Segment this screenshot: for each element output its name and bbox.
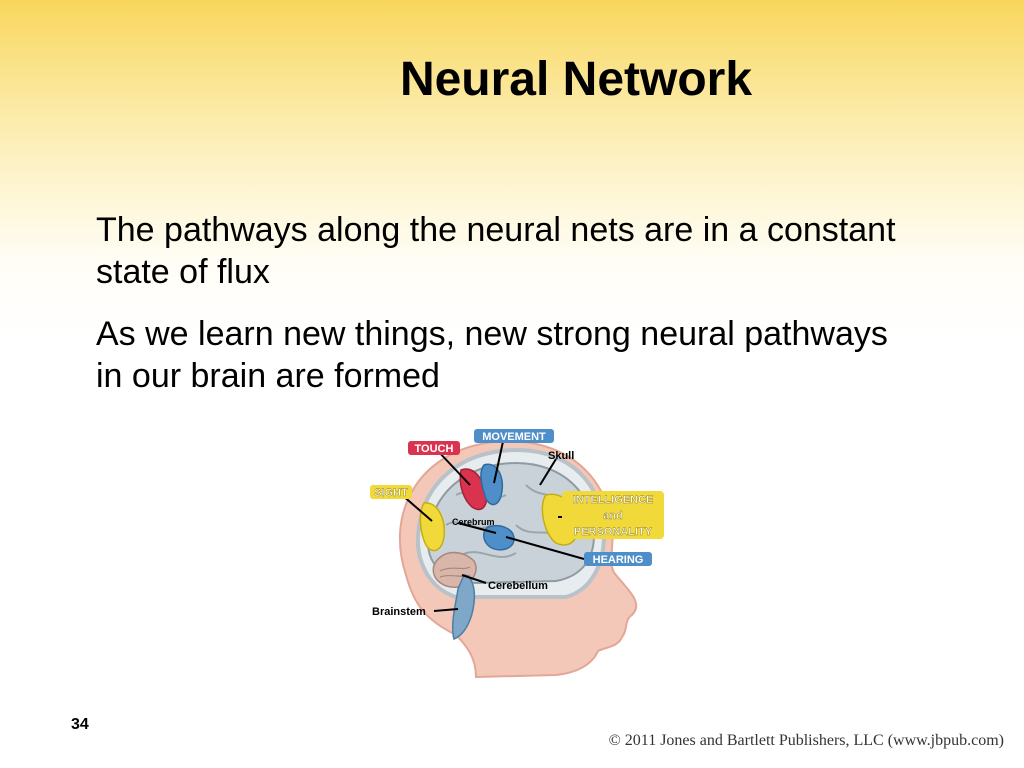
skull-label: Skull — [548, 450, 574, 462]
page-number: 34 — [71, 716, 89, 733]
slide-title: Neural Network — [399, 53, 753, 106]
and-label: and — [603, 510, 623, 522]
copyright-notice: © 2011 Jones and Bartlett Publishers, LL… — [608, 732, 1004, 749]
touch-region — [459, 468, 488, 511]
movement-label-badge — [474, 429, 554, 443]
intelligence-label-badge — [562, 491, 664, 539]
bullet-item: As we learn new things, new strong neura… — [96, 315, 888, 395]
sight-label-badge — [370, 485, 412, 499]
movement-label: MOVEMENT — [482, 431, 546, 443]
cerebrum-label: Cerebrum — [452, 517, 495, 527]
sight-label: SIGHT — [374, 487, 408, 499]
bullet-list: The pathways along the neural nets are i… — [96, 209, 916, 417]
hearing-label: HEARING — [593, 554, 644, 566]
movement-region — [480, 463, 504, 506]
hearing-label-badge — [584, 552, 652, 566]
intelligence-label: INTELLIGENCE — [573, 494, 654, 506]
bullet-item: The pathways along the neural nets are i… — [96, 211, 896, 291]
brain-illustration: TOUCH MOVEMENT Skull SIGHT INTELLIGENCE … — [370, 429, 664, 679]
touch-label-badge — [408, 441, 460, 455]
cerebellum-label: Cerebellum — [488, 580, 548, 592]
brain-diagram: TOUCH MOVEMENT Skull SIGHT INTELLIGENCE … — [366, 425, 666, 680]
personality-label: PERSONALITY — [574, 526, 653, 538]
brainstem-label: Brainstem — [372, 606, 426, 618]
touch-label: TOUCH — [415, 443, 454, 455]
